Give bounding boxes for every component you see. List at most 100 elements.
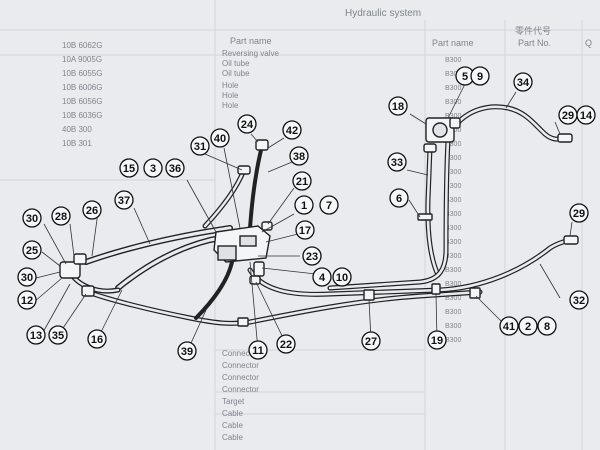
bg-right-row: B300: [445, 267, 461, 274]
callout-9: 9: [470, 66, 490, 86]
bg-middle-row: Hole: [222, 101, 239, 110]
callout-label: 2: [525, 321, 531, 333]
bg-right-row: B300: [445, 183, 461, 190]
callout-32: 32: [569, 290, 589, 310]
bg-right-row: B300: [445, 85, 461, 92]
callout-30: 30: [17, 267, 37, 287]
bg-right-row: B300: [445, 169, 461, 176]
callout-29: 29: [558, 105, 578, 125]
callout-36: 36: [165, 158, 185, 178]
bg-left-row: 10B 6006G: [62, 83, 102, 92]
callout-41: 41: [499, 316, 519, 336]
callout-circle: [17, 267, 37, 287]
callout-label: 34: [517, 77, 530, 89]
fitting-4: [253, 261, 265, 277]
bg-right-row: B300: [445, 99, 461, 106]
callout-label: 30: [26, 213, 38, 225]
callout-label: 3: [150, 163, 156, 175]
callout-circle: [82, 200, 102, 220]
callout-label: 8: [544, 321, 550, 333]
clamp-6: [417, 213, 433, 221]
callout-label: 1: [301, 200, 307, 212]
callout-label: 41: [503, 321, 515, 333]
callout-label: 12: [21, 295, 33, 307]
clamp-27: [363, 289, 375, 301]
header-title: Hydraulic system: [345, 8, 421, 19]
callout-circle: [470, 66, 490, 86]
callout-label: 5: [462, 71, 468, 83]
callout-circle: [569, 290, 589, 310]
callout-circle: [22, 208, 42, 228]
callout-16: 16: [87, 329, 107, 349]
callout-42: 42: [282, 120, 302, 140]
bg-right-row: B300: [445, 155, 461, 162]
callout-circle: [302, 246, 322, 266]
callout-label: 6: [396, 193, 402, 205]
callout-circle: [569, 203, 589, 223]
callout-circle: [319, 195, 339, 215]
callout-circle: [48, 325, 68, 345]
hose-lower-valve: [194, 260, 234, 320]
callout-25: 25: [22, 240, 42, 260]
clamp-41: [469, 287, 481, 299]
callout-label: 4: [319, 272, 326, 284]
callout-31: 31: [190, 136, 210, 156]
callout-label: 32: [573, 295, 585, 307]
callout-circle: [210, 128, 230, 148]
col-part-name-1: Part name: [230, 36, 272, 46]
callout-38: 38: [289, 146, 309, 166]
callout-10: 10: [332, 267, 352, 287]
fitting-33: [423, 143, 437, 153]
callout-17: 17: [295, 220, 315, 240]
col-part-name-2: Part name: [432, 38, 474, 48]
callout-circle: [361, 331, 381, 351]
bg-left-row: 10B 301: [62, 139, 92, 148]
callout-circle: [17, 290, 37, 310]
callout-label: 15: [123, 163, 135, 175]
callout-label: 17: [299, 225, 311, 237]
bg-bottom-row: Connector: [222, 385, 259, 394]
callout-40: 40: [210, 128, 230, 148]
callout-circle: [276, 334, 296, 354]
callout-circle: [190, 136, 210, 156]
callout-label: 7: [326, 200, 332, 212]
col-header-cn: 零件代号: [515, 25, 551, 36]
bg-middle-row: Oil tube: [222, 69, 250, 78]
bg-right-row: B300: [445, 253, 461, 260]
callout-circle: [292, 171, 312, 191]
callout-circle: [143, 158, 163, 178]
callout-7: 7: [319, 195, 339, 215]
callout-label: 22: [280, 339, 292, 351]
callout-label: 35: [52, 330, 64, 342]
callout-6: 6: [389, 188, 409, 208]
bg-middle-row: Hole: [222, 81, 239, 90]
callout-circle: [26, 325, 46, 345]
callout-circle: [389, 188, 409, 208]
bg-right-row: B300: [445, 211, 461, 218]
bg-right-row: B300: [445, 197, 461, 204]
bg-middle-row: Reversing valve: [222, 49, 279, 58]
callout-circle: [576, 105, 596, 125]
callout-circle: [518, 316, 538, 336]
bg-left-row: 10B 6055G: [62, 69, 102, 78]
callout-label: 40: [214, 133, 226, 145]
callout-label: 16: [91, 334, 103, 346]
bg-right-row: B300: [445, 323, 461, 330]
callout-label: 37: [118, 195, 130, 207]
callout-circle: [295, 220, 315, 240]
callout-circle: [51, 206, 71, 226]
callout-4: 4: [312, 267, 332, 287]
callout-29: 29: [569, 203, 589, 223]
callout-label: 29: [573, 208, 585, 220]
callout-21: 21: [292, 171, 312, 191]
bg-bottom-row: Connector: [222, 349, 259, 358]
callout-label: 38: [293, 151, 305, 163]
callout-circle: [499, 316, 519, 336]
callout-label: 19: [431, 335, 443, 347]
fitting-29-top: [557, 133, 573, 143]
callout-circle: [294, 195, 314, 215]
fitting-29-right: [563, 235, 579, 245]
